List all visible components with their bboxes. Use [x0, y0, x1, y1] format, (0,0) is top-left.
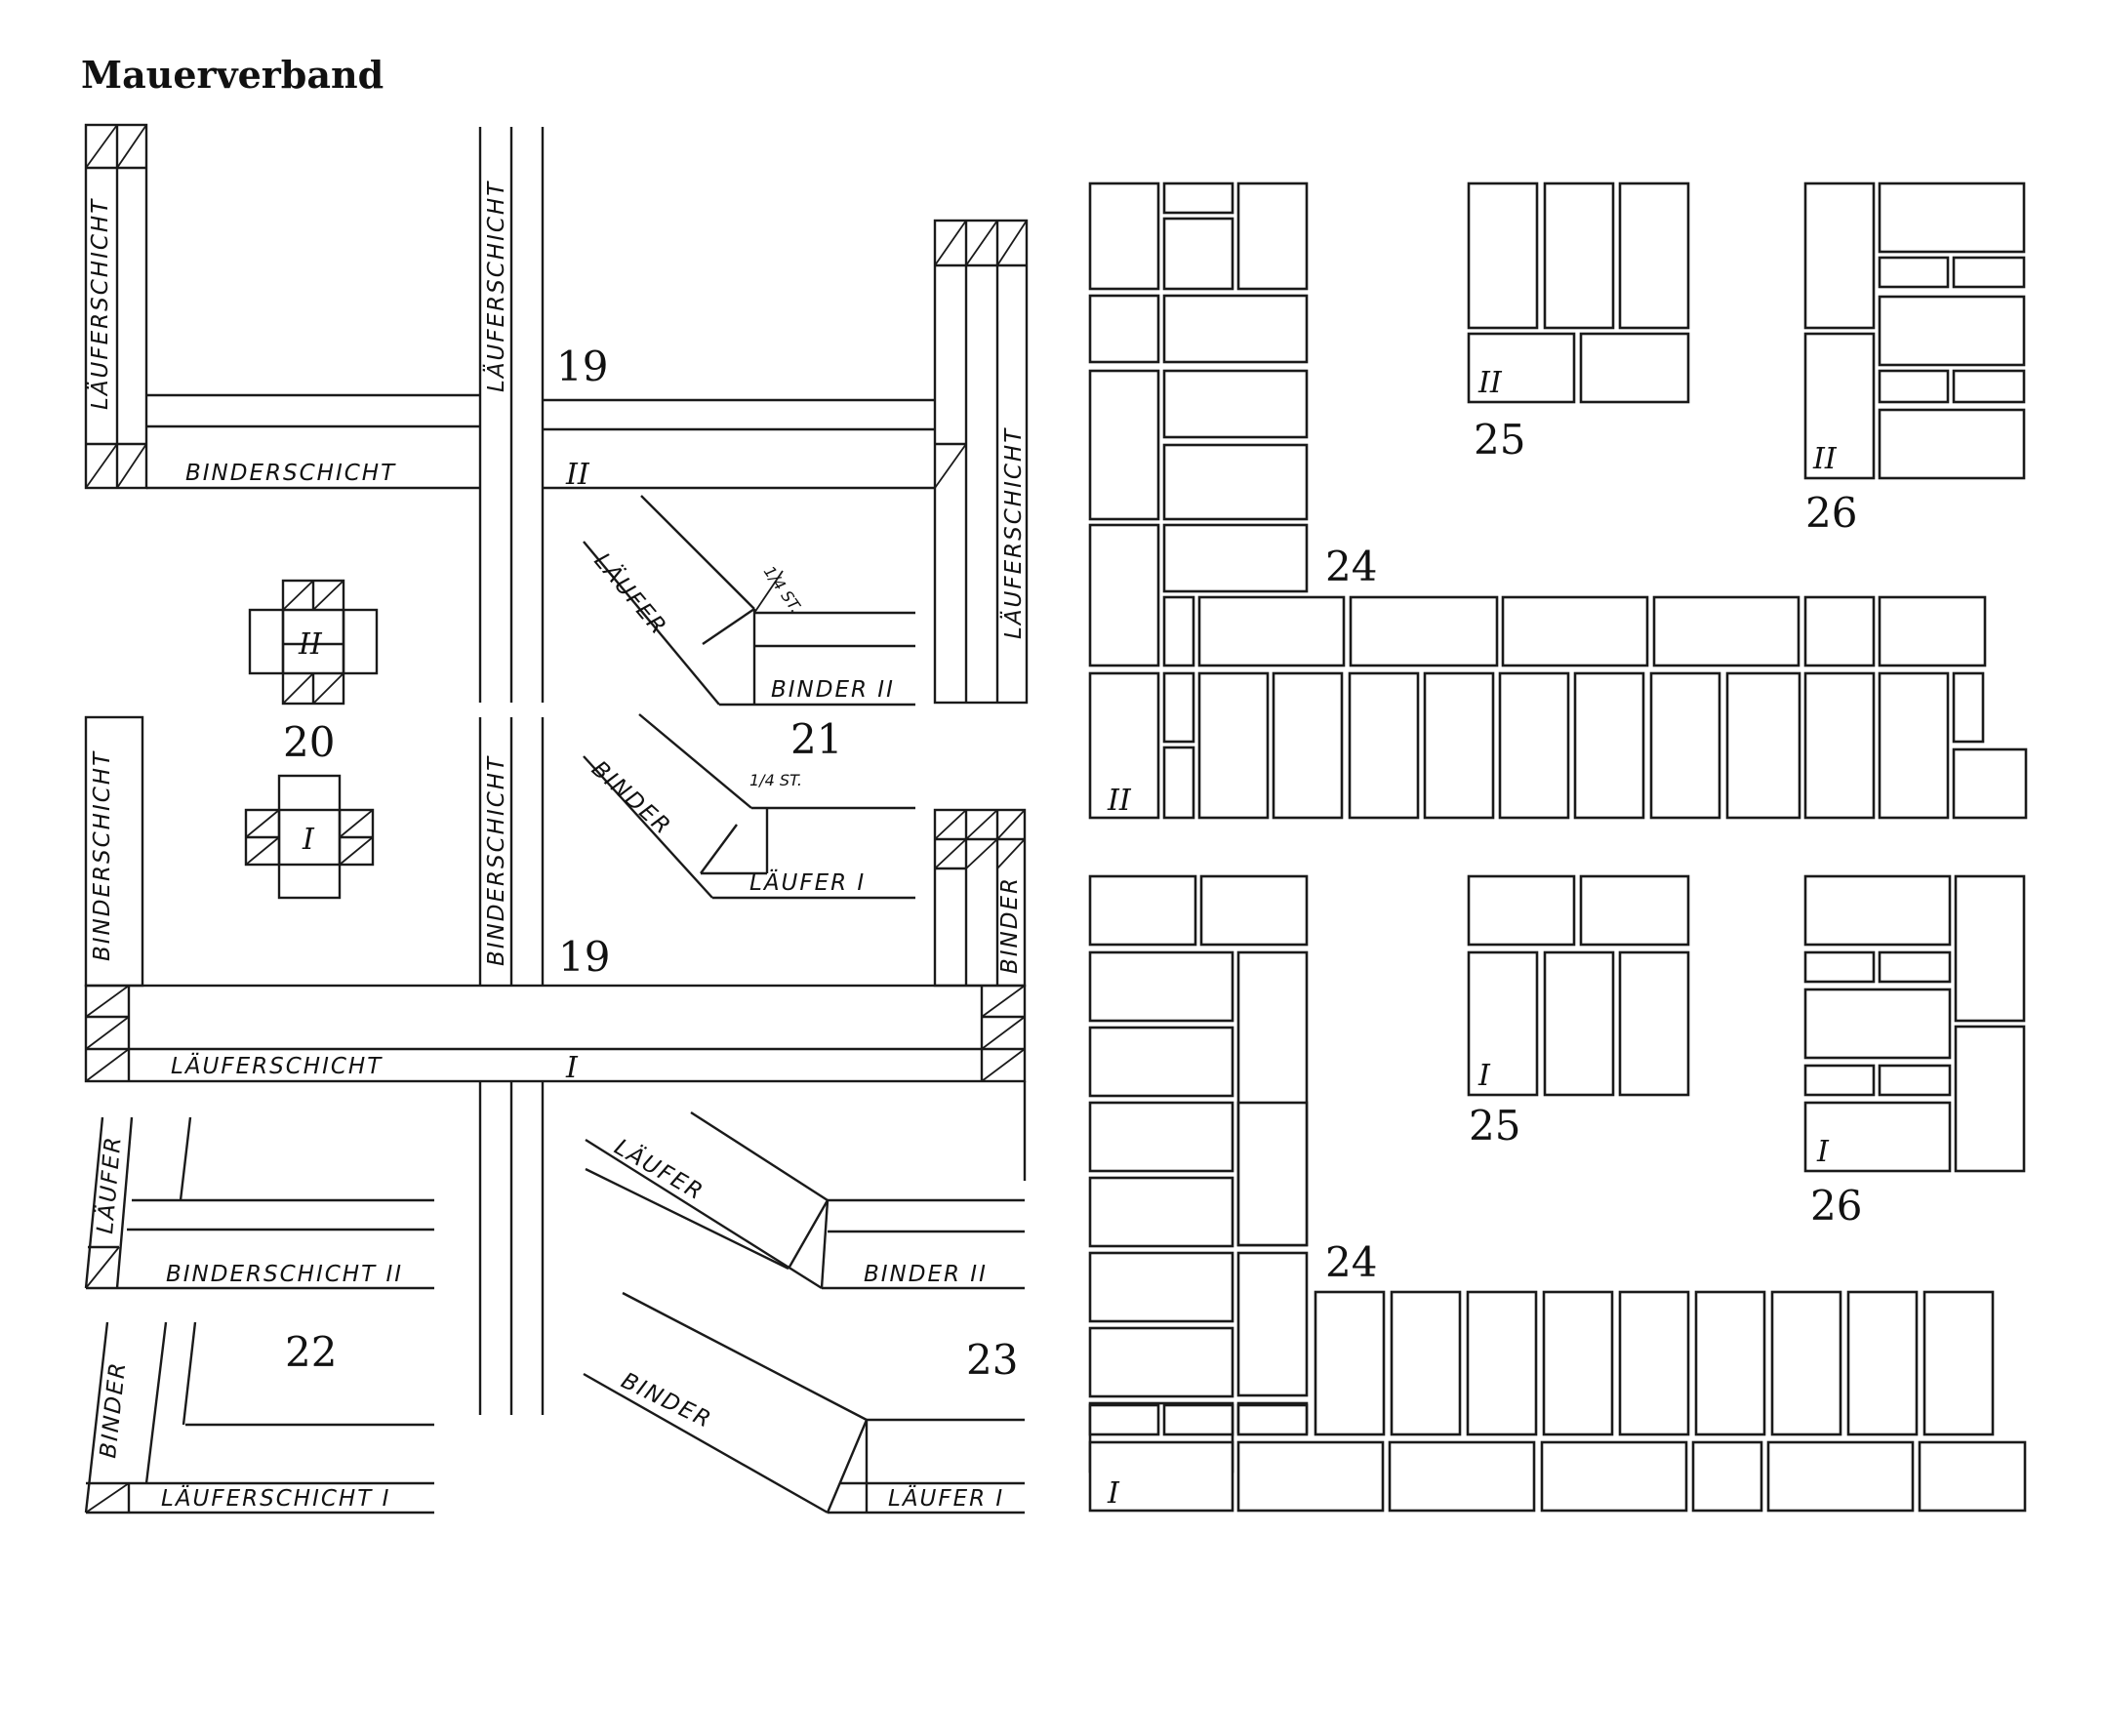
figure-22: LÄUFER BINDERSCHICHT II 22 BINDER LÄUFER… [84, 1116, 434, 1514]
course-mark-ii-26: II [1812, 442, 1838, 476]
figure-23: LÄUFER BINDER II 23 BINDER LÄUFER I [583, 1110, 1025, 1514]
label-quarter-stone-21: 1/4 ST. [760, 562, 806, 616]
figure-number-19-top: 19 [556, 343, 608, 390]
figure-24-course-ii: II 24 [1088, 182, 2028, 820]
label-laeuferschicht-right: LÄUFERSCHICHT [999, 427, 1027, 639]
figure-19-course-ii: LÄUFERSCHICHT LÄUFERSCHICHT LÄUFERSCHICH… [84, 123, 1029, 705]
label-laeufer-i-23: LÄUFER I [888, 1484, 1004, 1512]
label-binderschicht-left: BINDERSCHICHT [90, 750, 115, 961]
label-laeufer-22: LÄUFER [91, 1134, 127, 1234]
course-mark-i-24: I [1107, 1476, 1120, 1511]
course-mark-ii-20: II [298, 627, 323, 662]
label-binderschicht: BINDERSCHICHT [185, 461, 396, 486]
figure-26-course-i: I 26 [1803, 874, 2026, 1230]
label-laeuferschicht-left: LÄUFERSCHICHT [86, 198, 113, 410]
figure-number-26-top: 26 [1805, 489, 1857, 537]
figure-21: LÄUFER 1/4 ST. BINDER II 21 [583, 495, 915, 763]
figure-25-course-ii: II 25 [1467, 182, 1690, 464]
label-binderschicht-ii-22: BINDERSCHICHT II [166, 1262, 403, 1287]
label-laeufer-23: LÄUFER [610, 1133, 709, 1206]
label-binderschicht-center: BINDERSCHICHT [484, 755, 509, 966]
figure-19-course-i: BINDERSCHICHT BINDERSCHICHT 19 BINDER LÄ… [84, 715, 1027, 1415]
figure-number-24-bottom: 24 [1325, 1238, 1377, 1286]
course-mark-i-25: I [1477, 1059, 1491, 1093]
figure-24-course-i: I 24 [1088, 874, 2027, 1513]
course-mark-i: I [565, 1051, 579, 1085]
course-mark-ii-25: II [1477, 366, 1503, 400]
label-laeuferschicht-center: LÄUFERSCHICHT [482, 181, 509, 392]
figure-number-25-bottom: 25 [1469, 1102, 1520, 1150]
figure-number-25-top: 25 [1474, 416, 1525, 464]
label-laeuferschicht-bottom: LÄUFERSCHICHT [171, 1052, 383, 1079]
course-mark-ii: II [565, 458, 590, 492]
figure-21-course-i: BINDER 1/4 ST. LÄUFER I [583, 713, 915, 900]
label-laeufer-21: LÄUFER [588, 547, 672, 640]
label-binder-ii-21: BINDER II [771, 677, 895, 703]
page-title: Mauerverband [81, 53, 384, 97]
label-binder-right: BINDER [997, 876, 1023, 974]
figure-number-20: 20 [283, 718, 335, 766]
figure-number-26-bottom: 26 [1810, 1182, 1862, 1230]
figure-number-24-top: 24 [1325, 543, 1377, 590]
course-mark-i-26: I [1816, 1135, 1830, 1169]
label-binder-ii-23: BINDER II [864, 1262, 988, 1287]
figure-number-23: 23 [966, 1336, 1018, 1384]
figure-number-19-bottom: 19 [558, 933, 610, 981]
label-quarter-stone-21b: 1/4 ST. [749, 771, 802, 789]
label-binder-21: BINDER [587, 756, 676, 840]
figure-20: II 20 I [244, 579, 379, 900]
course-mark-ii-24: II [1107, 784, 1132, 818]
figure-number-22: 22 [285, 1328, 337, 1376]
course-mark-i-20: I [302, 823, 315, 857]
label-laeuferschicht-i-22: LÄUFERSCHICHT I [161, 1484, 390, 1512]
figure-26-course-ii: II 26 [1803, 182, 2026, 537]
figure-25-course-i: I 25 [1467, 874, 1690, 1150]
figure-number-21: 21 [790, 715, 842, 763]
label-laeufer-i-21: LÄUFER I [749, 868, 866, 896]
